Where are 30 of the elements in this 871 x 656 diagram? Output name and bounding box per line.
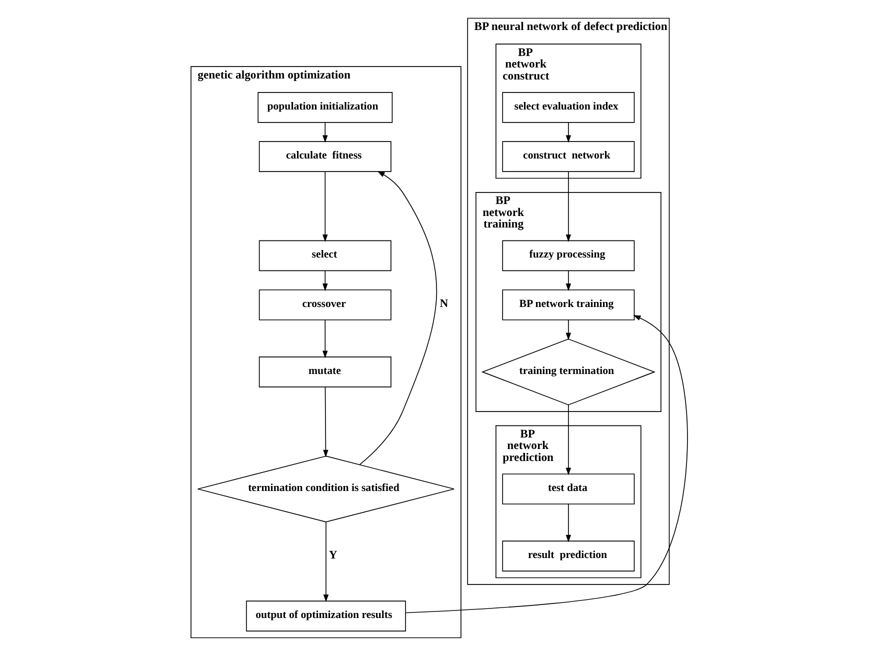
node-box: result prediction [502,540,634,572]
arrow [322,122,328,143]
node-box: population initialization [257,92,392,123]
node-diamond: termination condition is satisfied [196,456,454,522]
arrow [322,319,328,358]
node-diamond: training termination [480,338,656,406]
edge-label: N [439,297,448,310]
node-box: select [258,240,391,272]
edge-label: Y [328,548,337,562]
node-box: fuzzy processing [502,240,634,272]
arrow [322,270,328,292]
arrow [565,504,571,542]
arrow [565,171,571,242]
arrow [404,315,688,614]
node-box: construct network [502,141,634,172]
node-box: mutate [258,356,391,388]
arrow [565,270,571,292]
arrow [322,171,328,242]
arrow [565,404,571,476]
node-box: crossover [258,289,391,320]
arrow [322,386,328,458]
node-box: test data [502,474,634,504]
arrow [322,522,328,602]
arrow [358,170,436,465]
node-box: output of optimization results [245,600,406,632]
node-box: calculate fitness [258,141,391,172]
node-box: select evaluation index [502,92,634,123]
arrow [565,122,571,143]
node-box: BP network training [502,289,634,320]
arrow [565,319,571,340]
